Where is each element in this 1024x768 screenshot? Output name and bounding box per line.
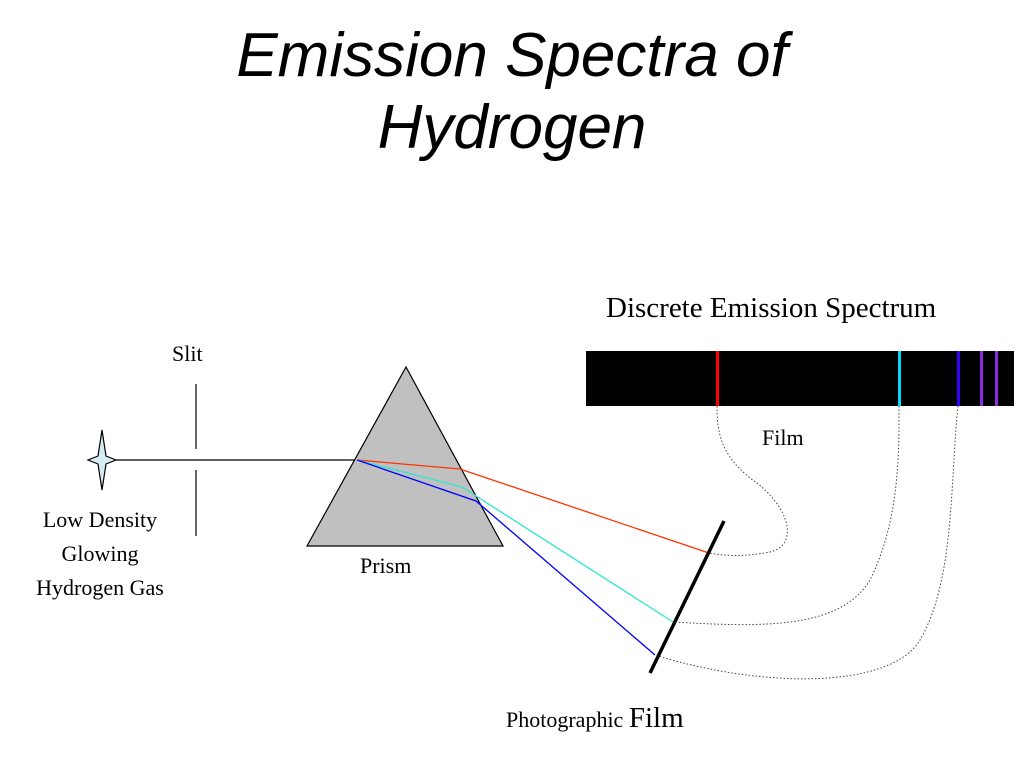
gas-label-line-1: Low Density bbox=[42, 507, 158, 532]
emission-line-blue bbox=[957, 351, 960, 406]
prism-label: Prism bbox=[360, 553, 412, 578]
emission-line-cyan bbox=[898, 351, 901, 406]
prism-shape bbox=[305, 365, 505, 547]
gas-label-line-2: Glowing bbox=[61, 541, 139, 566]
ray-cyan bbox=[356, 459, 674, 623]
ray-blue bbox=[356, 459, 656, 656]
connector-cyan bbox=[672, 405, 900, 626]
emission-line-red bbox=[716, 351, 719, 406]
ray-red bbox=[356, 459, 710, 554]
film-label: Film bbox=[762, 425, 804, 450]
photographic-film-word: Film bbox=[628, 702, 684, 734]
emission-line-violet-1 bbox=[980, 351, 983, 406]
page-title: Emission Spectra of Hydrogen bbox=[0, 20, 1024, 164]
gas-label: Low Density Glowing Hydrogen Gas bbox=[0, 503, 200, 605]
title-line-2: Hydrogen bbox=[377, 93, 647, 162]
four-point-star-icon bbox=[86, 429, 118, 491]
photographic-word: Photographic bbox=[506, 707, 624, 732]
connector-red bbox=[708, 405, 788, 556]
slit-label: Slit bbox=[172, 341, 203, 366]
photographic-film-plate bbox=[648, 520, 726, 674]
photographic-film-label: Photographic Film bbox=[506, 702, 684, 735]
gas-label-line-3: Hydrogen Gas bbox=[36, 575, 164, 600]
title-line-1: Emission Spectra of bbox=[236, 21, 788, 90]
spectrum-label: Discrete Emission Spectrum bbox=[606, 292, 937, 324]
film-strip bbox=[586, 351, 1014, 406]
connector-blue bbox=[654, 405, 959, 680]
emission-line-violet-2 bbox=[995, 351, 998, 406]
